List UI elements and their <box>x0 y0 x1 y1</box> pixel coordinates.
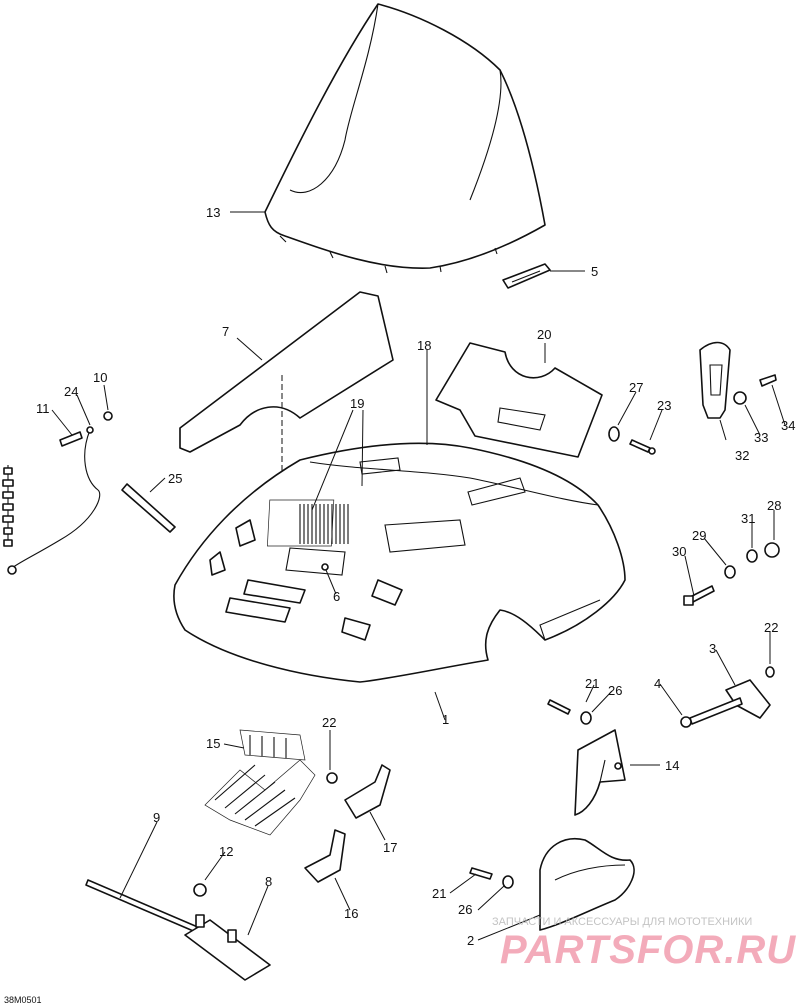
part-8-plate <box>184 914 271 981</box>
label-33: 33 <box>754 430 768 445</box>
part-17-bracket <box>344 764 391 819</box>
label-26-lower: 26 <box>458 902 472 917</box>
label-22-mid: 22 <box>322 715 336 730</box>
part-21-rivet-lower <box>469 867 493 880</box>
part-30-bolt <box>683 585 715 606</box>
part-1-hood <box>173 442 626 683</box>
label-20: 20 <box>537 327 551 342</box>
part-28-nut <box>764 542 780 558</box>
label-14: 14 <box>665 758 679 773</box>
label-4: 4 <box>654 676 661 691</box>
part-15-mesh-bracket <box>204 729 316 836</box>
label-2: 2 <box>467 933 474 948</box>
label-27: 27 <box>629 380 643 395</box>
label-9: 9 <box>153 810 160 825</box>
watermark-tagline: ЗАПЧАСТИ И АКСЕССУАРЫ ДЛЯ МОТОТЕХНИКИ <box>492 916 752 928</box>
part-12-nut <box>193 883 207 897</box>
part-2-cover <box>539 838 635 931</box>
part-5-strip <box>502 263 551 289</box>
label-30: 30 <box>672 544 686 559</box>
headlight-grille <box>299 504 349 544</box>
label-18: 18 <box>417 338 431 353</box>
label-15: 15 <box>206 736 220 751</box>
label-28: 28 <box>767 498 781 513</box>
part-26-washer-lower <box>502 875 514 889</box>
leader-lines <box>51 211 786 941</box>
label-34: 34 <box>781 418 795 433</box>
label-19: 19 <box>350 396 364 411</box>
label-21-lower: 21 <box>432 886 446 901</box>
label-3: 3 <box>709 641 716 656</box>
part-13-windshield <box>264 3 546 274</box>
part-14-bracket <box>547 699 626 816</box>
callout-labels: 13 5 7 18 20 19 10 24 11 25 27 23 32 33 … <box>36 205 795 948</box>
label-5: 5 <box>591 264 598 279</box>
part-29-washer <box>724 565 736 579</box>
label-26-upper: 26 <box>608 683 622 698</box>
part-24-harness <box>2 411 113 575</box>
label-25: 25 <box>168 471 182 486</box>
label-13: 13 <box>206 205 220 220</box>
label-17: 17 <box>383 840 397 855</box>
label-29: 29 <box>692 528 706 543</box>
label-23: 23 <box>657 398 671 413</box>
part-23-screw <box>629 439 656 455</box>
label-24: 24 <box>64 384 78 399</box>
part-3-hinge <box>680 666 775 728</box>
headlight <box>267 499 335 547</box>
label-32: 32 <box>735 448 749 463</box>
label-22-top: 22 <box>764 620 778 635</box>
part-20-tray <box>435 342 603 458</box>
label-16: 16 <box>344 906 358 921</box>
watermark: ЗАПЧАСТИ И АКСЕССУАРЫ ДЛЯ МОТОТЕХНИКИ PA… <box>492 916 796 972</box>
part-27-washer <box>608 426 620 442</box>
drawing-code: 38M0501 <box>4 995 42 1005</box>
label-31: 31 <box>741 511 755 526</box>
part-31-washer <box>746 549 758 563</box>
label-21-upper: 21 <box>585 676 599 691</box>
part-25-rod <box>121 483 176 533</box>
label-8: 8 <box>265 874 272 889</box>
label-1: 1 <box>442 712 449 727</box>
part-22-washer-mid <box>326 772 338 784</box>
label-7: 7 <box>222 324 229 339</box>
label-10: 10 <box>93 370 107 385</box>
label-11: 11 <box>36 401 50 416</box>
part-9-rod <box>85 879 201 934</box>
part-32-handle <box>699 341 777 419</box>
label-6: 6 <box>333 589 340 604</box>
part-16-bracket <box>304 829 346 883</box>
label-12: 12 <box>219 844 233 859</box>
watermark-brand: PARTSFOR.RU <box>500 928 796 972</box>
